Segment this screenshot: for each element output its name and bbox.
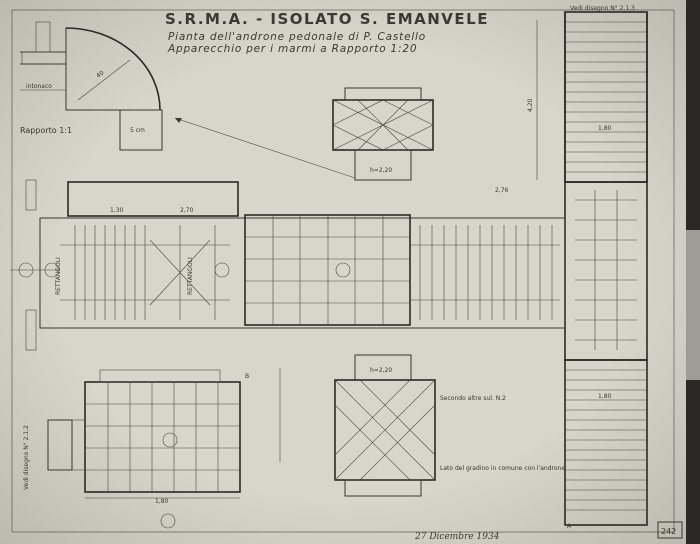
bottom-note: Secondo altre sul. N.2 — [440, 395, 506, 402]
detail-note: intonaco — [26, 83, 52, 90]
stair-ref-top: Vedi disegno N° 2.1.3 — [570, 5, 635, 12]
title-line-2: Pianta dell'androne pedonale di P. Caste… — [168, 31, 426, 43]
dim-top-left: 1,30 — [110, 207, 124, 214]
corner-mark-a: A — [567, 523, 572, 530]
ref-lower-left: Vedi disegno N° 2.1.2 — [23, 425, 30, 490]
ceiling-dim-top: h=2,20 — [370, 167, 392, 174]
title-line-1: S.R.M.A. - ISOLATO S. EMANVELE — [165, 10, 489, 28]
sheet-number-box — [657, 521, 683, 539]
top-niche: h=2,20 — [332, 87, 434, 181]
ceiling-dim-bottom: h=2,20 — [370, 367, 392, 374]
detail-width-dim: 5 cm — [130, 127, 145, 134]
rettangoli-left: RETTANGOLI — [55, 257, 62, 295]
detail-radius-dim: 40 — [95, 69, 105, 79]
corner-mark-b: B — [245, 373, 249, 380]
stair-dim-bottom: 1,80 — [598, 393, 612, 400]
grado-note: Lato del gradino in comune con l'androne — [440, 465, 565, 472]
dim-center: 2,76 — [495, 187, 509, 194]
rettangoli-right: RETTANGOLI — [187, 257, 194, 295]
inner-border — [11, 9, 675, 533]
drawing-date: 27 Dicembre 1934 — [414, 532, 500, 542]
bottom-niche: h=2,20 Secondo altre sul. N.2 Lato del g… — [334, 354, 565, 497]
corridor: RETTANGOLI RETTANGOLI 1,30 2,70 2,76 — [10, 179, 566, 351]
detail-1to1: intonaco 40 5 cm Rapporto 1:1 — [20, 21, 356, 179]
lower-left-width-dim: 1,80 — [155, 498, 169, 505]
sheet-number: 242 — [661, 527, 676, 536]
title-line-3: Apparecchio per i marmi a Rapporto 1:20 — [167, 43, 417, 55]
stair-dim-top: 1,80 — [598, 125, 612, 132]
detail-scale: Rapporto 1:1 — [20, 126, 72, 135]
dim-top-left-2: 2,70 — [180, 207, 194, 214]
stair-height-dim: 4,20 — [527, 98, 534, 112]
lower-left-room: Vedi disegno N° 2.1.2 1,80 B — [23, 368, 281, 529]
